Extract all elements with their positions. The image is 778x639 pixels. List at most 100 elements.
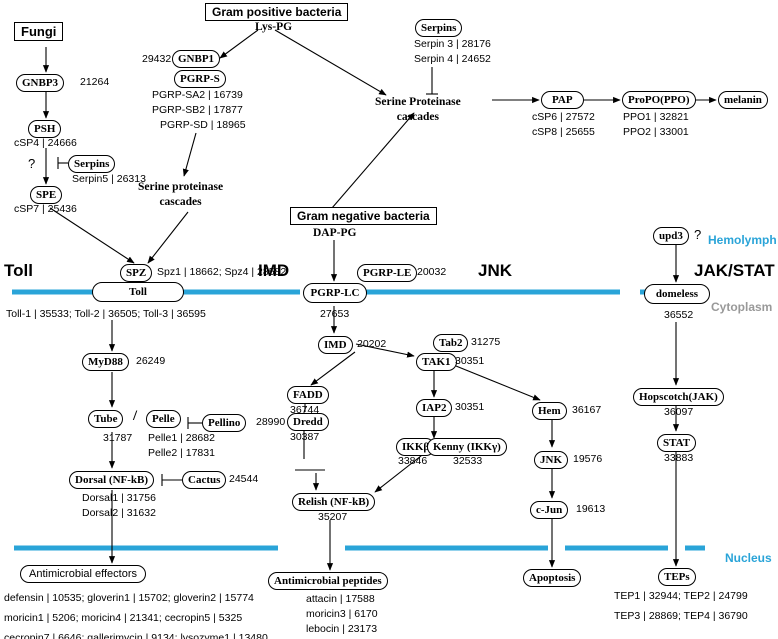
tube-id: 31787 — [103, 432, 133, 444]
gnbp3-id: 21264 — [80, 76, 110, 88]
fungi-box: Fungi — [14, 22, 64, 41]
psh-id: cSP4 | 24666 — [14, 137, 77, 149]
dorsal2-id: Dorsal2 | 31632 — [82, 507, 156, 519]
cjun-id: 19613 — [576, 503, 606, 515]
toll-effector-line: moricin1 | 5206; moricin4 | 21341; cecro… — [4, 612, 243, 624]
propo-id1: PPO1 | 32821 — [623, 111, 689, 123]
propo-node: ProPO(PPO) — [622, 91, 696, 109]
relish-id: 35207 — [318, 511, 348, 523]
cactus-id: 24544 — [229, 473, 259, 485]
serine-cascades-center: Serine Proteinase cascades — [375, 96, 461, 123]
hopscotch-id: 36097 — [664, 406, 694, 418]
imd-node: IMD — [318, 336, 353, 354]
dap-pg-label: DAP-PG — [313, 227, 357, 239]
tube-pelle-slash: / — [133, 408, 138, 424]
jnk-id: 19576 — [573, 453, 603, 465]
tep-line: TEP1 | 32944; TEP2 | 24799 — [614, 590, 748, 602]
dredd-id: 30387 — [290, 431, 320, 443]
imd-pathway-title: IMD — [258, 261, 290, 280]
pap-id1: cSP6 | 27572 — [532, 111, 595, 123]
toll-effector-genes: defensin | 10535; gloverin1 | 15702; glo… — [4, 588, 268, 639]
gnbp1-node: GNBP1 — [172, 50, 221, 68]
domeless-node: domeless — [644, 284, 710, 304]
ikkb-node: IKKβ — [396, 438, 436, 456]
pellino-id: 28990 — [256, 416, 286, 428]
hemolymph-label: Hemolymph — [708, 233, 777, 247]
dorsal-node: Dorsal (NF-kB) — [69, 471, 155, 489]
pap-node: PAP — [541, 91, 584, 109]
tep-line: TEP3 | 28869; TEP4 | 36790 — [614, 610, 748, 622]
pgrp-sd: PGRP-SD | 18965 — [160, 119, 246, 131]
serpins-toll-node: Serpins — [68, 155, 116, 173]
teps-node: TEPs — [658, 568, 696, 586]
imd-peptide-line: attacin | 17588 — [306, 593, 375, 605]
upd3-node: upd3 — [653, 227, 689, 245]
gram-negative-box: Gram negative bacteria — [290, 207, 437, 225]
pgrp-le-id: 20032 — [417, 266, 447, 278]
pelle2-id: Pelle2 | 17831 — [148, 447, 215, 459]
jak-stat-pathway-title: JAK/STAT — [694, 261, 775, 280]
pgrp-s-node: PGRP-S — [174, 70, 226, 88]
pgrp-le-node: PGRP-LE — [357, 264, 418, 282]
toll-effector-line: defensin | 10535; gloverin1 | 15702; glo… — [4, 592, 254, 604]
pgrp-sa2: PGRP-SA2 | 16739 — [152, 89, 243, 101]
toll-pathway-title: Toll — [4, 261, 33, 280]
cactus-node: Cactus — [182, 471, 227, 489]
psh-node: PSH — [28, 120, 62, 138]
stat-id: 33883 — [664, 452, 694, 464]
hopscotch-node: Hopscotch(JAK) — [633, 388, 724, 406]
jnk-node: JNK — [534, 451, 568, 469]
stat-node: STAT — [657, 434, 697, 452]
pelle1-id: Pelle1 | 28682 — [148, 432, 215, 444]
toll-node: Toll — [92, 282, 184, 302]
ikkb-id: 33846 — [398, 455, 428, 467]
pgrp-sb2: PGRP-SB2 | 17877 — [152, 104, 243, 116]
gnbp3-node: GNBP3 — [16, 74, 65, 92]
pgrp-lc-id: 27653 — [320, 308, 350, 320]
serine-cascades-left: Serine proteinase cascades — [138, 181, 224, 208]
pelle-node: Pelle — [146, 410, 181, 428]
tab2-id: 31275 — [471, 336, 501, 348]
tak1-node: TAK1 — [416, 353, 457, 371]
jnk-pathway-title: JNK — [478, 261, 513, 280]
toll-ids: Toll-1 | 35533; Toll-2 | 36505; Toll-3 |… — [6, 308, 206, 320]
myd88-id: 26249 — [136, 355, 166, 367]
imd-peptide-line: lebocin | 23173 — [306, 623, 378, 635]
hem-id: 36167 — [572, 404, 602, 416]
domeless-id: 36552 — [664, 309, 694, 321]
pgrp-lc-node: PGRP-LC — [303, 283, 367, 303]
gnbp1-id: 29432 — [142, 53, 172, 65]
question-mark-toll: ? — [28, 156, 36, 171]
hem-node: Hem — [532, 402, 567, 420]
spz-node: SPZ — [120, 264, 153, 282]
spz-ids: Spz1 | 18662; Spz4 | 28582 — [157, 266, 287, 278]
apoptosis-node: Apoptosis — [523, 569, 582, 587]
propo-id2: PPO2 | 33001 — [623, 126, 689, 138]
imd-id: 20202 — [357, 338, 387, 350]
antimicrobial-effectors-node: Antimicrobial effectors — [20, 565, 147, 583]
nucleus-label: Nucleus — [725, 551, 772, 565]
tab2-node: Tab2 — [433, 334, 469, 352]
myd88-node: MyD88 — [82, 353, 129, 371]
iap2-id: 30351 — [455, 401, 485, 413]
pap-id2: cSP8 | 25655 — [532, 126, 595, 138]
serpins-top-node: Serpins — [415, 19, 463, 37]
kenny-id: 32533 — [453, 455, 483, 467]
spe-id: cSP7 | 25436 — [14, 203, 77, 215]
melanin-node: melanin — [718, 91, 768, 109]
tak1-id: 30351 — [455, 355, 485, 367]
lys-pg-label: Lys-PG — [255, 21, 293, 33]
toll-effector-line: cecropin7 | 6646; gallerimycin | 9134; l… — [4, 632, 268, 639]
imd-peptide-genes: attacin | 17588 moricin3 | 6170 lebocin … — [306, 592, 378, 637]
question-mark-upd3: ? — [694, 227, 702, 242]
tep-genes: TEP1 | 32944; TEP2 | 24799 TEP3 | 28869;… — [614, 586, 748, 626]
pellino-node: Pellino — [202, 414, 247, 432]
antimicrobial-peptides-node: Antimicrobial peptides — [268, 572, 388, 590]
serpin4-id: Serpin 4 | 24652 — [414, 53, 491, 65]
iap2-node: IAP2 — [416, 399, 453, 417]
dredd-node: Dredd — [287, 413, 329, 431]
cjun-node: c-Jun — [530, 501, 569, 519]
dorsal1-id: Dorsal1 | 31756 — [82, 492, 156, 504]
